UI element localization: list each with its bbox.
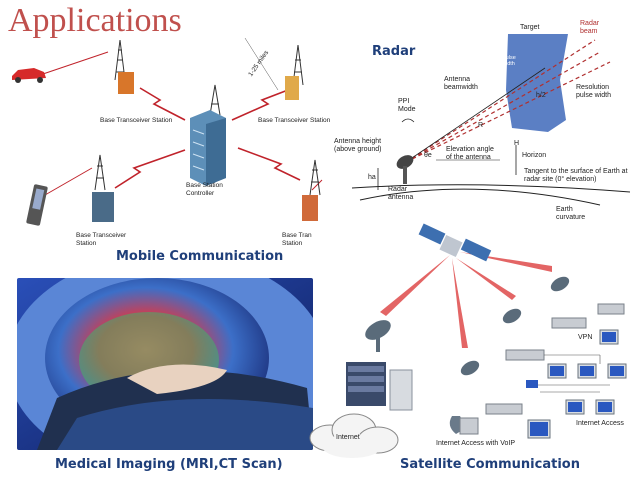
dish-icon xyxy=(362,274,572,378)
satellite-icon xyxy=(419,223,492,261)
vpn-label: VPN xyxy=(578,334,592,342)
beam-icon xyxy=(380,255,450,316)
internet-access-label: Internet Access xyxy=(576,420,624,428)
internet-voip-label: Internet Access with VoIP xyxy=(436,440,515,448)
voip-phone-icon xyxy=(450,416,478,434)
server-icon xyxy=(346,362,412,410)
internet-label: Internet xyxy=(336,434,360,442)
satellite-caption: Satellite Communication xyxy=(400,457,580,472)
router-icon xyxy=(526,380,538,388)
